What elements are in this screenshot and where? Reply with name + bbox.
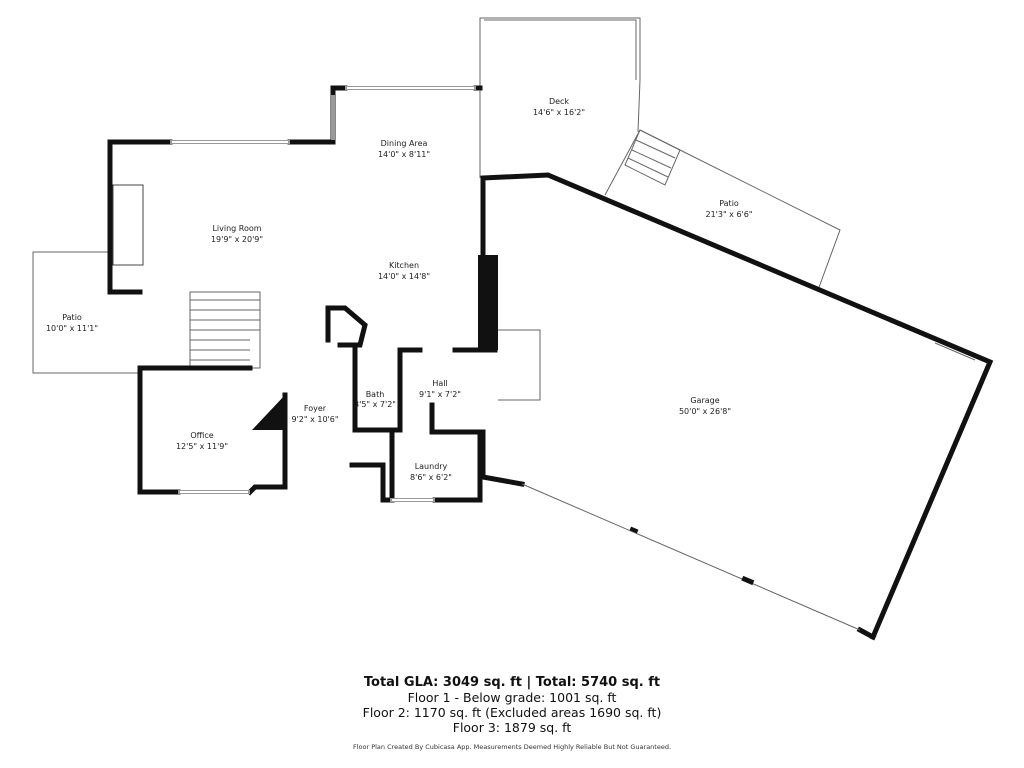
- room-size-foyer: 9'2" x 10'6": [291, 415, 338, 424]
- room-name-foyer: Foyer: [304, 404, 327, 413]
- room-size-hall: 9'1" x 7'2": [419, 390, 461, 399]
- floor-2-area: Floor 2: 1170 sq. ft (Excluded areas 169…: [362, 705, 662, 720]
- floor-1-area: Floor 1 - Below grade: 1001 sq. ft: [407, 690, 617, 705]
- room-size-dining: 14'0" x 8'11": [378, 150, 430, 159]
- disclaimer: Floor Plan Created By Cubicasa App. Meas…: [352, 743, 672, 751]
- room-size-laundry: 8'6" x 6'2": [410, 473, 452, 482]
- windows: [170, 86, 976, 631]
- room-name-hall: Hall: [432, 379, 447, 388]
- room-name-living: Living Room: [212, 224, 261, 233]
- room-name-deck: Deck: [549, 97, 569, 106]
- stairs: [189, 129, 681, 369]
- room-name-patio-east: Patio: [719, 199, 739, 208]
- room-size-garage: 50'0" x 26'8": [679, 407, 731, 416]
- fireplace: [112, 184, 144, 266]
- total-area: Total GLA: 3049 sq. ft | Total: 5740 sq.…: [363, 675, 661, 690]
- room-size-bath: 3'5" x 7'2": [354, 400, 396, 409]
- room-name-office: Office: [190, 431, 213, 440]
- walls: [107, 85, 994, 641]
- room-labels: Deck 14'6" x 16'2" Dining Area 14'0" x 8…: [46, 97, 753, 482]
- floor-3-area: Floor 3: 1879 sq. ft: [452, 720, 572, 735]
- room-name-laundry: Laundry: [415, 462, 448, 471]
- room-size-patio-east: 21'3" x 6'6": [705, 210, 752, 219]
- room-size-kitchen: 14'0" x 14'8": [378, 272, 430, 281]
- room-size-office: 12'5" x 11'9": [176, 442, 228, 451]
- garage-door-markers: [629, 526, 755, 586]
- room-name-garage: Garage: [690, 396, 719, 405]
- room-name-patio-west: Patio: [62, 313, 82, 322]
- room-name-kitchen: Kitchen: [389, 261, 419, 270]
- room-name-dining: Dining Area: [381, 139, 428, 148]
- room-size-patio-west: 10'0" x 11'1": [46, 324, 98, 333]
- room-size-living: 19'9" x 20'9": [211, 235, 263, 244]
- room-size-deck: 14'6" x 16'2": [533, 108, 585, 117]
- room-name-bath: Bath: [366, 390, 385, 399]
- outdoor-outlines: [32, 17, 841, 401]
